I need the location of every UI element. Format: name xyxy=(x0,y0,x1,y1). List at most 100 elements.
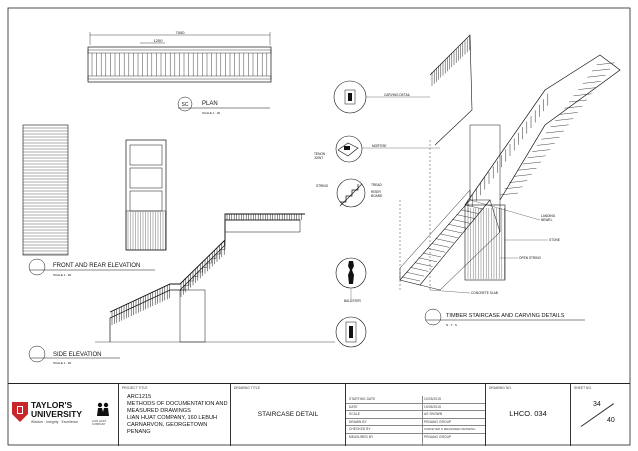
iso-tread-line xyxy=(418,257,437,262)
iso-tread-line xyxy=(513,174,532,177)
project-cell: PROJECT TITLE ARC1215 METHODS OF DOCUMEN… xyxy=(118,384,230,446)
university-crest xyxy=(12,402,28,422)
sheet-cell: SHEET NO. 34 40 xyxy=(570,384,630,446)
university-name-2: UNIVERSITY xyxy=(31,409,83,419)
crest-mark xyxy=(17,406,23,414)
iso-tread-line xyxy=(414,262,433,267)
isometric-staircase: LANDING NEWEL STONE OPEN STRING CONCRETE… xyxy=(399,34,621,295)
project-line-6: PENANG xyxy=(127,429,151,435)
iso-tread-line xyxy=(550,124,569,127)
callout-stone: STONE xyxy=(549,238,560,242)
iso-tread-line xyxy=(509,180,528,183)
project-line-4: LIAN HUAT COMPANY, 160 LEBUH xyxy=(127,415,218,421)
iso-tread-line xyxy=(559,112,578,115)
drawing-title-cell: DRAWING TITLE STAIRCASE DETAIL xyxy=(230,384,345,446)
project-line-3: MEASURED DRAWINGS xyxy=(127,408,191,414)
info-cell: STARTING DATE 10/03/2015 DATE 19/05/2015 S… xyxy=(345,384,485,446)
drawing-title-label: DRAWING TITLE xyxy=(234,386,261,390)
sheet-border xyxy=(7,7,631,446)
iso-tread-line xyxy=(596,62,615,65)
callout-tenon-1: TENON xyxy=(314,152,326,156)
iso-tread-line xyxy=(518,168,537,171)
iso-tread-line xyxy=(422,252,442,258)
iso-tread-line xyxy=(564,106,583,109)
iso-tread-line xyxy=(545,130,565,134)
callout-baluster: BALUSTER xyxy=(344,299,362,303)
detail-mortise: MORTISE TENON JOINT xyxy=(314,135,440,163)
iso-tread-line xyxy=(406,272,425,277)
detail-carving: CARVING DETAIL xyxy=(333,80,430,114)
iso-tread-line xyxy=(443,228,463,234)
side-elevation: SIDE ELEVATION SCALE 1 : 20 xyxy=(28,213,335,365)
title-block: TAYLOR'S UNIVERSITY Wisdom · Integrity ·… xyxy=(8,383,630,446)
isometric-scale: N . T . S xyxy=(446,323,457,327)
side-scale: SCALE 1 : 20 xyxy=(53,361,72,365)
iso-tread-line xyxy=(568,99,588,103)
iso-tread-line xyxy=(427,248,446,253)
university-tagline: Wisdom · Integrity · Excellence xyxy=(31,420,79,424)
info-value-5: PENANG GROUP xyxy=(424,435,452,439)
iso-tread-line xyxy=(448,224,467,229)
callout-riser-2: BOARD xyxy=(371,194,383,198)
info-value-1: 19/05/2015 xyxy=(424,404,441,409)
detail-joint xyxy=(335,316,367,348)
iso-tread-line xyxy=(460,209,479,214)
info-label-2: SCALE xyxy=(349,412,360,417)
isometric-title: TIMBER STAIRCASE AND CARVING DETAILS xyxy=(446,313,565,319)
info-label-3: DRAWN BY xyxy=(349,419,367,424)
drawing-title: STAIRCASE DETAIL xyxy=(257,411,319,418)
plan-scale: SCALE 1 : 20 xyxy=(202,111,221,115)
info-label-4: CHECKED BY xyxy=(349,427,371,432)
plan-badge xyxy=(177,96,193,112)
info-value-3: PENANG GROUP xyxy=(424,419,452,424)
project-line-1: ARC1215 xyxy=(127,394,152,400)
callout-landing-newel-2: NEWEL xyxy=(541,218,553,222)
iso-tread-line xyxy=(464,204,484,210)
iso-tread-line xyxy=(504,186,523,189)
sheet-no: 34 xyxy=(593,401,601,408)
side-title: SIDE ELEVATION xyxy=(53,352,101,358)
callout-tenon-2: JOINT xyxy=(314,156,323,160)
iso-tread-line xyxy=(401,276,421,282)
iso-tread-line xyxy=(499,192,519,196)
plan-dim-overall: 7000 xyxy=(176,30,186,35)
callout-open-string: OPEN STRING xyxy=(519,256,541,260)
company-logo xyxy=(96,402,110,416)
callout-concrete-slab: CONCRETE SLAB xyxy=(471,291,498,295)
iso-tread-line xyxy=(532,149,551,152)
university-name-1: TAYLOR'S xyxy=(31,400,73,410)
iso-tread-line xyxy=(452,219,471,224)
detail-baluster: BALUSTER xyxy=(335,257,367,303)
info-label-5: MEASURED BY xyxy=(349,435,374,439)
front-rear-title: FRONT AND REAR ELEVATION xyxy=(53,263,140,269)
info-label-1: DATE xyxy=(349,404,358,409)
front-rear-scale: SCALE 1 : 20 xyxy=(53,273,72,277)
company-figure-icon xyxy=(97,402,109,416)
plan-dim-part: 1200 xyxy=(154,38,164,43)
info-value-2: AS SHOWN xyxy=(424,412,443,417)
callout-landing-newel-1: LANDING xyxy=(541,214,556,218)
project-title-label: PROJECT TITLE xyxy=(122,386,148,390)
iso-tread-line xyxy=(573,93,592,96)
logo-cell: TAYLOR'S UNIVERSITY Wisdom · Integrity ·… xyxy=(8,384,118,446)
iso-tread-line xyxy=(435,238,454,243)
info-value-0: 10/03/2015 xyxy=(424,397,441,401)
iso-tread-line xyxy=(555,118,574,121)
iso-tread-line xyxy=(536,143,555,146)
plan-badge-text: SC xyxy=(182,102,189,108)
sheet-label: SHEET NO. xyxy=(574,386,593,390)
iso-tread-line xyxy=(410,267,429,272)
drawing-no-label: DRAWING NO. xyxy=(489,386,512,390)
callout-mortise: MORTISE xyxy=(372,144,386,148)
info-label-0: STARTING DATE xyxy=(349,397,376,401)
iso-tread-line xyxy=(587,75,606,78)
plan-view: 7000 1200 SC PLAN SCALE 1 : 20 xyxy=(87,30,272,115)
iso-tread-line xyxy=(522,161,542,165)
project-line-2: METHODS OF DOCUMENTATION AND xyxy=(127,401,228,407)
iso-tread-line xyxy=(591,68,611,72)
iso-tread-line xyxy=(439,233,458,238)
iso-tread-line xyxy=(456,214,475,219)
callout-riser-1: RISER xyxy=(371,190,381,194)
sheet-total: 40 xyxy=(607,417,615,424)
